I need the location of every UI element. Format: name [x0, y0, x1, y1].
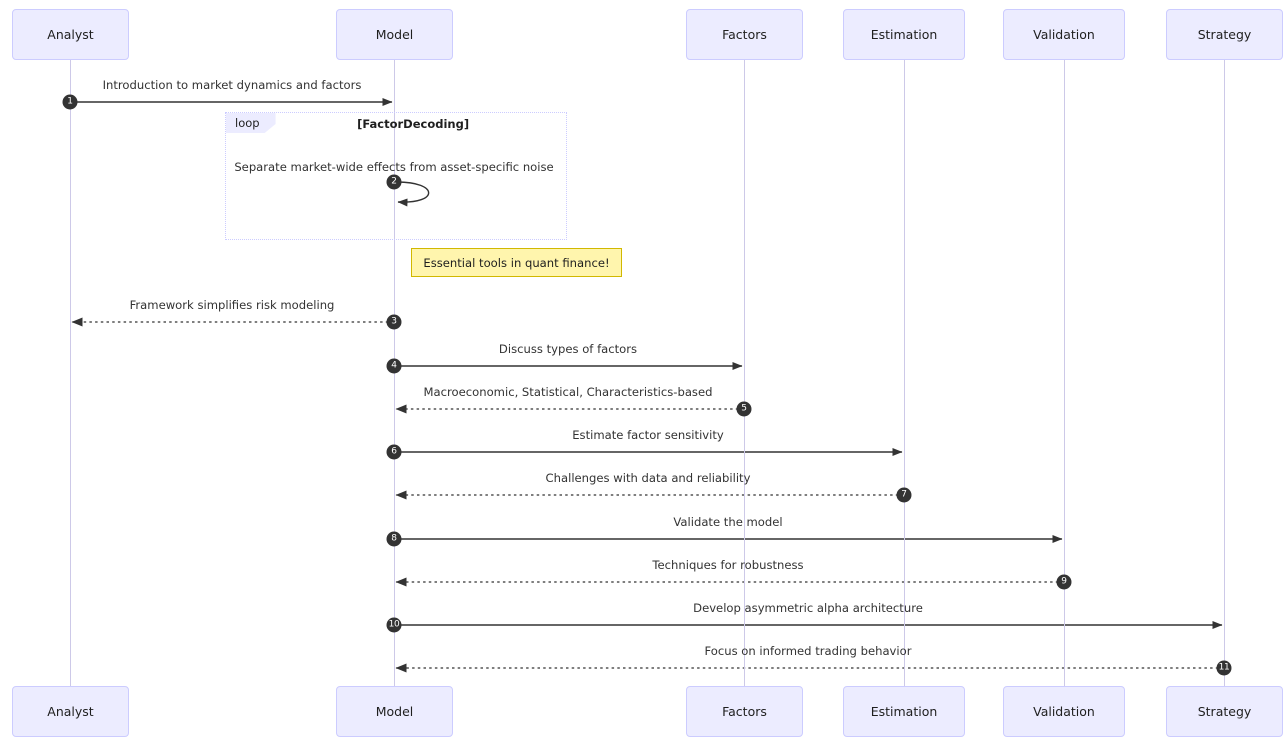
message-label-11: Focus on informed trading behavior	[704, 644, 912, 658]
lifeline-analyst	[69, 60, 71, 686]
sequence-badge-8: 8	[386, 531, 402, 547]
message-label-9: Techniques for robustness	[652, 558, 804, 572]
sequence-badge-6: 6	[386, 444, 402, 460]
message-label-4: Discuss types of factors	[498, 342, 638, 356]
participant-bottom-model[interactable]: Model	[336, 686, 453, 737]
participant-bottom-strategy[interactable]: Strategy	[1166, 686, 1283, 737]
loop-fragment-condition: [FactorDecoding]	[357, 117, 470, 131]
participant-bottom-analyst[interactable]: Analyst	[12, 686, 129, 737]
lifeline-validation	[1063, 60, 1065, 686]
participant-top-strategy[interactable]: Strategy	[1166, 9, 1283, 60]
sequence-badge-11: 11	[1216, 660, 1232, 676]
message-label-3: Framework simplifies risk modeling	[129, 298, 335, 312]
message-arrow-self-2	[396, 181, 430, 207]
participant-bottom-estimation[interactable]: Estimation	[843, 686, 965, 737]
sequence-badge-7: 7	[896, 487, 912, 503]
sequence-badge-5: 5	[736, 401, 752, 417]
participant-top-validation[interactable]: Validation	[1003, 9, 1125, 60]
participant-bottom-validation[interactable]: Validation	[1003, 686, 1125, 737]
message-label-7: Challenges with data and reliability	[545, 471, 751, 485]
lifeline-factors	[743, 60, 745, 686]
sequence-badge-2: 2	[386, 174, 402, 190]
loop-fragment-box	[225, 112, 567, 240]
sequence-badge-1: 1	[62, 94, 78, 110]
sequence-badge-4: 4	[386, 358, 402, 374]
participant-bottom-factors[interactable]: Factors	[686, 686, 803, 737]
lifeline-estimation	[903, 60, 905, 686]
sequence-badge-10: 10	[386, 617, 402, 633]
message-label-10: Develop asymmetric alpha architecture	[693, 601, 923, 615]
note-essential-tools: Essential tools in quant finance!	[411, 248, 622, 277]
message-label-6: Estimate factor sensitivity	[572, 428, 724, 442]
message-label-5: Macroeconomic, Statistical, Characterist…	[423, 385, 713, 399]
message-label-2: Separate market-wide effects from asset-…	[234, 160, 554, 174]
sequence-badge-3: 3	[386, 314, 402, 330]
lifeline-strategy	[1223, 60, 1225, 686]
message-label-8: Validate the model	[673, 515, 783, 529]
message-label-1: Introduction to market dynamics and fact…	[102, 78, 362, 92]
participant-top-analyst[interactable]: Analyst	[12, 9, 129, 60]
loop-fragment-label: loop	[226, 113, 276, 133]
participant-top-model[interactable]: Model	[336, 9, 453, 60]
participant-top-estimation[interactable]: Estimation	[843, 9, 965, 60]
sequence-badge-9: 9	[1056, 574, 1072, 590]
participant-top-factors[interactable]: Factors	[686, 9, 803, 60]
